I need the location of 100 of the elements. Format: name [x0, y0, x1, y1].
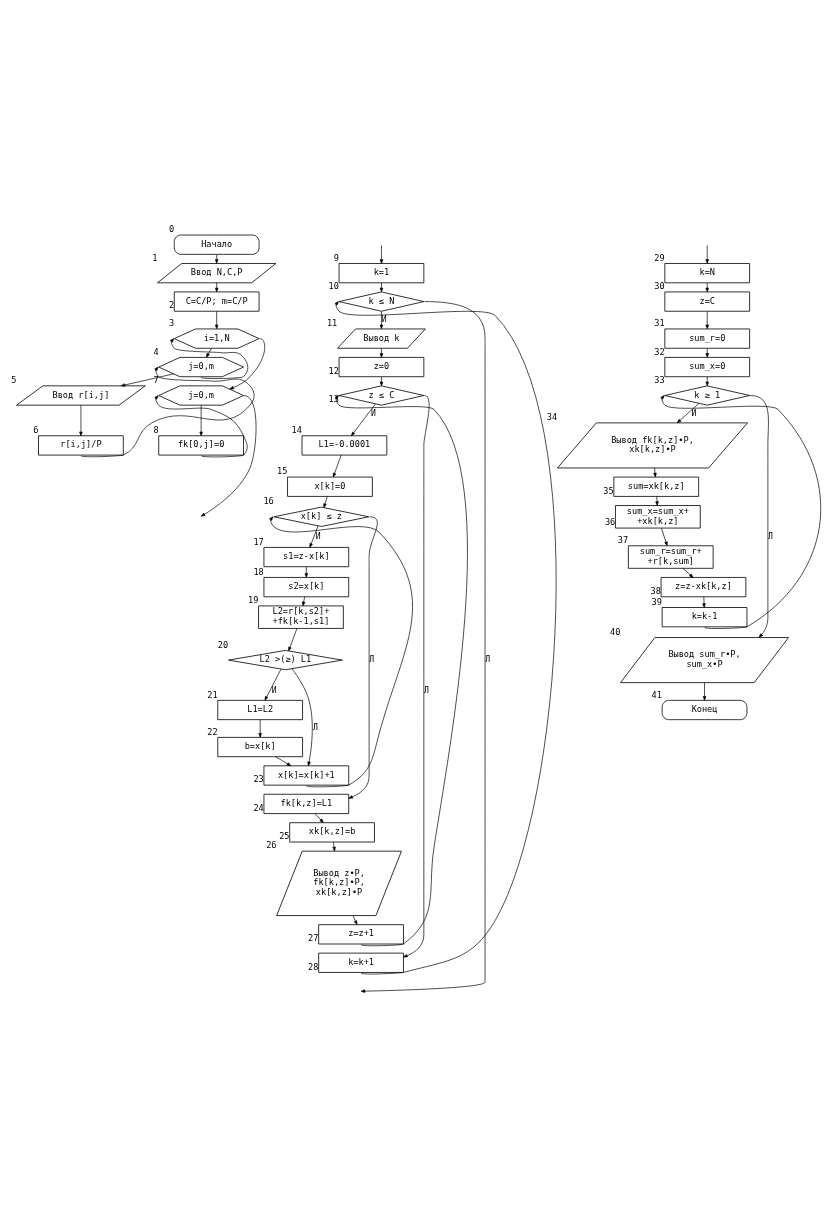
arrow — [660, 527, 668, 546]
arrow — [749, 394, 769, 638]
node-box: L2=r[k,s2]+ +fk[k-1,s1] — [257, 605, 344, 629]
node-box: fk[k,z]=L1 — [263, 793, 349, 814]
arrow — [705, 282, 709, 292]
node-label: 29 — [653, 252, 665, 263]
node-diamond: k ≥ 1 — [663, 384, 750, 406]
arrow — [287, 627, 297, 651]
arrow — [264, 668, 281, 701]
node-label: 37 — [617, 534, 628, 545]
node-label: 5 — [10, 374, 16, 385]
node-label: 28 — [307, 961, 318, 972]
node-box: Конец — [661, 699, 747, 720]
node-label: 6 — [32, 424, 38, 435]
arrow — [701, 595, 706, 608]
node-diamond: L2 >(≥) L1 — [227, 649, 343, 670]
arrow — [705, 347, 709, 358]
arrow — [332, 454, 341, 477]
node-box: sum=xk[k,z] — [612, 476, 699, 497]
arrow — [705, 376, 709, 386]
arrow — [652, 467, 657, 477]
arrow — [334, 394, 468, 946]
node-box: sum_r=sum_r+ +r[k,sum] — [627, 544, 714, 569]
node-diamond: z ≤ C — [338, 384, 424, 406]
node-label: 8 — [152, 424, 159, 435]
arrow — [379, 244, 383, 264]
node-box: L1=-0.0001 — [301, 434, 387, 455]
node-label: 31 — [653, 317, 665, 328]
arrow — [268, 515, 413, 787]
arrow — [314, 812, 324, 823]
arrow — [360, 300, 485, 993]
arrow — [331, 841, 336, 851]
arrow — [258, 718, 262, 737]
arrow — [352, 914, 357, 925]
node-label: 10 — [328, 280, 339, 291]
arrow — [120, 373, 174, 387]
node-box: s2=x[k] — [263, 576, 349, 597]
node-label: 36 — [604, 516, 615, 527]
arrow — [654, 495, 659, 506]
node-box: z=z+1 — [317, 923, 404, 944]
node-box: r[i,j]/P — [37, 434, 124, 455]
node-box: k=N — [663, 262, 750, 283]
node-label: 23 — [252, 773, 264, 784]
node-label: 9 — [333, 252, 339, 263]
node-label: 0 — [168, 223, 174, 234]
node-diamond: k ≤ N — [338, 291, 424, 312]
node-box: C=C/P; m=C/P — [173, 291, 259, 312]
node-label: 15 — [276, 465, 287, 476]
node-label: 22 — [206, 726, 218, 737]
arrow — [228, 337, 265, 389]
node-label: 30 — [653, 280, 665, 291]
arrow — [301, 595, 305, 606]
arrow — [304, 565, 308, 578]
node-label: 27 — [307, 932, 318, 943]
node-label: 26 — [265, 839, 277, 850]
node-label: 1 — [151, 252, 157, 263]
node-label: 32 — [653, 346, 665, 357]
arrow — [402, 394, 429, 957]
arrow — [274, 756, 291, 766]
node-box: z=0 — [338, 356, 424, 377]
arrow — [214, 282, 218, 292]
node-box: sum_x=0 — [663, 356, 750, 377]
node-box: z=z-xk[k,z] — [660, 576, 746, 597]
arrow — [379, 310, 383, 329]
arrow — [379, 376, 383, 386]
node-box: k=k+1 — [317, 952, 404, 973]
node-label: 16 — [262, 495, 274, 506]
arrow — [705, 310, 709, 329]
arrow — [153, 394, 248, 457]
node-label: 24 — [252, 802, 264, 813]
node-box: xk[k,z]=b — [288, 821, 375, 842]
arrow — [200, 394, 256, 517]
arrow — [214, 310, 218, 329]
arrow — [702, 681, 706, 701]
node-label: 34 — [546, 411, 557, 422]
node-box: fk[0,j]=0 — [157, 434, 244, 455]
arrow — [322, 495, 328, 508]
arrow — [78, 404, 83, 436]
node-label: 41 — [651, 689, 662, 700]
node-box: x[k]=x[k]+1 — [263, 764, 349, 786]
node-box: k=k-1 — [661, 606, 747, 627]
node-label: 21 — [206, 689, 218, 700]
arrow — [334, 300, 556, 974]
node-label: 40 — [609, 626, 620, 637]
node-label: 20 — [217, 639, 228, 650]
node-label: 35 — [602, 485, 614, 496]
arrow — [205, 347, 212, 358]
node-label: 7 — [152, 374, 159, 385]
node-box: z=C — [663, 291, 750, 312]
node-label: 19 — [247, 594, 258, 605]
arrow — [350, 403, 376, 436]
arrow — [659, 394, 821, 629]
arrow — [169, 337, 248, 379]
node-diamond: x[k] ≤ z — [272, 506, 369, 527]
arrow — [198, 404, 203, 436]
arrow — [705, 244, 709, 264]
node-label: 18 — [252, 566, 264, 577]
arrow — [214, 253, 218, 264]
node-label: 38 — [650, 585, 661, 596]
node-box: Начало — [173, 234, 259, 255]
